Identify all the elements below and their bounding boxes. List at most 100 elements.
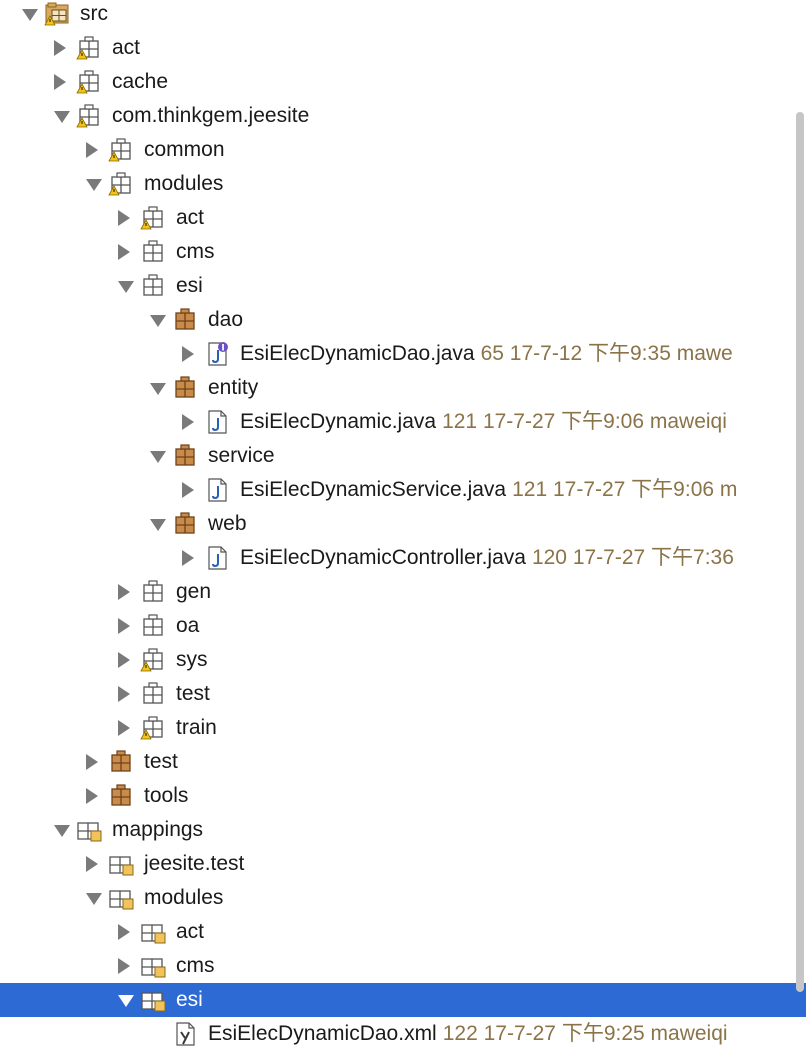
- package-icon: [140, 239, 166, 265]
- tree-node-sys[interactable]: sys: [0, 643, 806, 677]
- expanded-twisty-icon[interactable]: [118, 995, 134, 1007]
- collapsed-twisty-icon[interactable]: [86, 142, 98, 158]
- tree-node-label: oa: [176, 614, 199, 638]
- collapsed-twisty-icon[interactable]: [182, 482, 194, 498]
- tree-node-esi[interactable]: esi: [0, 269, 806, 303]
- tree-node-gen[interactable]: gen: [0, 575, 806, 609]
- collapsed-twisty-icon[interactable]: [118, 210, 130, 226]
- package-icon: [140, 681, 166, 707]
- tree-node-act[interactable]: act: [0, 915, 806, 949]
- tree-node-esi[interactable]: esi: [0, 983, 806, 1017]
- collapsed-twisty-icon[interactable]: [86, 754, 98, 770]
- tree-node-label: cache: [112, 70, 168, 94]
- tree-node-modules[interactable]: modules: [0, 881, 806, 915]
- tree-node-entity[interactable]: entity: [0, 371, 806, 405]
- tree-node-jeesite-test[interactable]: jeesite.test: [0, 847, 806, 881]
- java-file-icon: [204, 477, 230, 503]
- folder-package-icon: [108, 851, 134, 877]
- collapsed-twisty-icon[interactable]: [118, 958, 130, 974]
- package-icon: [108, 171, 134, 197]
- package-filled-icon: [172, 511, 198, 537]
- expanded-twisty-icon[interactable]: [86, 893, 102, 905]
- tree-node-act[interactable]: act: [0, 31, 806, 65]
- expanded-twisty-icon[interactable]: [150, 451, 166, 463]
- tree-node-label: common: [144, 138, 225, 162]
- node-name: service: [208, 444, 275, 467]
- package-filled-icon: [108, 749, 134, 775]
- expanded-twisty-icon[interactable]: [54, 825, 70, 837]
- node-name: oa: [176, 614, 200, 637]
- tree-node-dao[interactable]: dao: [0, 303, 806, 337]
- tree-node-cache[interactable]: cache: [0, 65, 806, 99]
- collapsed-twisty-icon[interactable]: [54, 40, 66, 56]
- svn-decoration: 121 17-7-27 下午9:06 maweiqi: [442, 410, 727, 433]
- node-name: test: [144, 750, 178, 773]
- java-interface-file-icon: I: [204, 341, 230, 367]
- expanded-twisty-icon[interactable]: [22, 9, 38, 21]
- node-name: train: [176, 716, 217, 739]
- node-name: EsiElecDynamic.java: [240, 410, 437, 433]
- collapsed-twisty-icon[interactable]: [54, 74, 66, 90]
- tree-node-act[interactable]: act: [0, 201, 806, 235]
- collapsed-twisty-icon[interactable]: [118, 720, 130, 736]
- tree-node-label: modules: [144, 886, 223, 910]
- tree-node-train[interactable]: train: [0, 711, 806, 745]
- expanded-twisty-icon[interactable]: [118, 281, 134, 293]
- tree-node-cms[interactable]: cms: [0, 235, 806, 269]
- expanded-twisty-icon[interactable]: [150, 315, 166, 327]
- tree-node-label: mappings: [112, 818, 203, 842]
- expanded-twisty-icon[interactable]: [150, 519, 166, 531]
- package-filled-icon: [172, 307, 198, 333]
- tree-node-oa[interactable]: oa: [0, 609, 806, 643]
- vertical-scrollbar[interactable]: [796, 112, 804, 992]
- tree-node-test[interactable]: test: [0, 745, 806, 779]
- tree-node-test[interactable]: test: [0, 677, 806, 711]
- node-name: esi: [176, 274, 203, 297]
- node-name: cms: [176, 240, 215, 263]
- source-folder-icon: [44, 1, 70, 27]
- package-icon: [140, 715, 166, 741]
- collapsed-twisty-icon[interactable]: [86, 788, 98, 804]
- tree-node-tools[interactable]: tools: [0, 779, 806, 813]
- node-name: dao: [208, 308, 244, 331]
- tree-node-modules[interactable]: modules: [0, 167, 806, 201]
- expanded-twisty-icon[interactable]: [150, 383, 166, 395]
- svn-decoration: 65 17-7-12 下午9:35 mawe: [480, 342, 733, 365]
- collapsed-twisty-icon[interactable]: [182, 346, 194, 362]
- node-name: EsiElecDynamicService.java: [240, 478, 507, 501]
- package-icon: [76, 69, 102, 95]
- folder-package-icon: [76, 817, 102, 843]
- expanded-twisty-icon[interactable]: [86, 179, 102, 191]
- collapsed-twisty-icon[interactable]: [118, 924, 130, 940]
- collapsed-twisty-icon[interactable]: [182, 414, 194, 430]
- tree-node-src[interactable]: src: [0, 0, 806, 31]
- collapsed-twisty-icon[interactable]: [118, 584, 130, 600]
- tree-node-web[interactable]: web: [0, 507, 806, 541]
- expanded-twisty-icon[interactable]: [54, 111, 70, 123]
- tree-node-com-thinkgem-jeesite[interactable]: com.thinkgem.jeesite: [0, 99, 806, 133]
- collapsed-twisty-icon[interactable]: [182, 550, 194, 566]
- node-name: test: [176, 682, 210, 705]
- tree-node-cms[interactable]: cms: [0, 949, 806, 983]
- collapsed-twisty-icon[interactable]: [118, 618, 130, 634]
- node-name: gen: [176, 580, 212, 603]
- node-name: tools: [144, 784, 189, 807]
- package-icon: [140, 273, 166, 299]
- tree-node-service[interactable]: service: [0, 439, 806, 473]
- tree-node-common[interactable]: common: [0, 133, 806, 167]
- collapsed-twisty-icon[interactable]: [118, 244, 130, 260]
- collapsed-twisty-icon[interactable]: [118, 652, 130, 668]
- collapsed-twisty-icon[interactable]: [118, 686, 130, 702]
- tree-node-mappings[interactable]: mappings: [0, 813, 806, 847]
- tree-node-label: sys: [176, 648, 208, 672]
- node-name: web: [208, 512, 247, 535]
- collapsed-twisty-icon[interactable]: [86, 856, 98, 872]
